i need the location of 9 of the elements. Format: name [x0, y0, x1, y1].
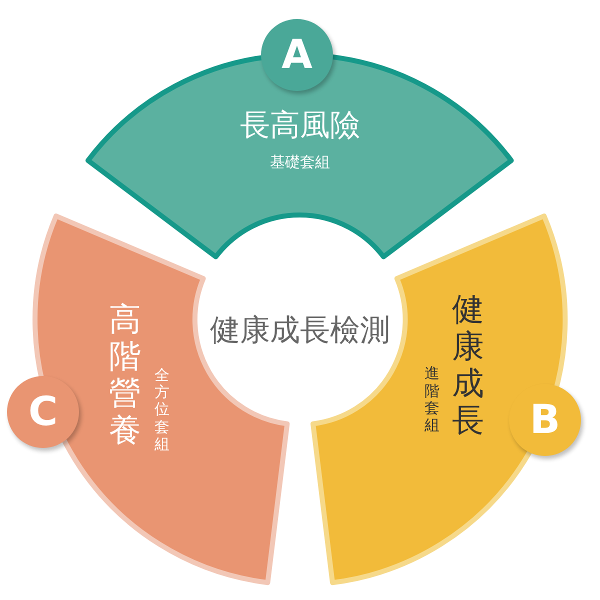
segment-title: 高階營養 — [108, 301, 142, 449]
letter-badge: C — [7, 376, 79, 448]
segment-title: 健康成長 — [450, 291, 485, 439]
segment-subtitle: 進階套組 — [423, 365, 440, 434]
segment-subtitle: 全方位套組 — [154, 366, 170, 454]
segment-subtitle: 基礎套組 — [270, 154, 330, 170]
letter-badge: A — [261, 19, 333, 91]
center-title: 健康成長檢測 — [210, 314, 390, 346]
segment-title: 長高風險 — [240, 108, 360, 142]
